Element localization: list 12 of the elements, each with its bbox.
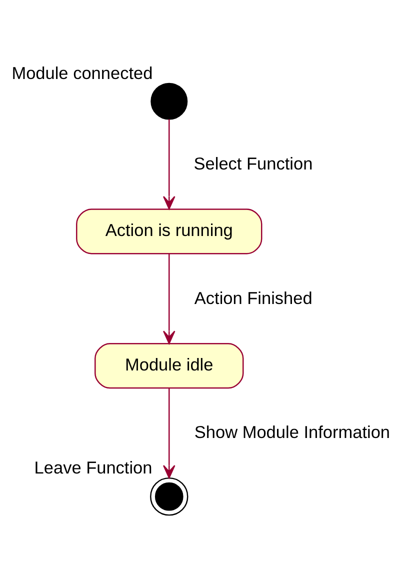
node-bullseye xyxy=(150,476,188,516)
edge-label: Select Function xyxy=(194,152,313,173)
node-label: Leave Function xyxy=(34,456,152,477)
arrow xyxy=(162,253,176,344)
edge-label: Action Finished xyxy=(194,287,312,308)
arrow xyxy=(162,388,176,478)
edge-label: Show Module Information xyxy=(194,422,390,442)
node-box: Module idle xyxy=(94,342,244,388)
node-label: Module connected xyxy=(12,62,153,82)
node-circle xyxy=(150,82,188,120)
arrow xyxy=(162,118,176,209)
node-box: Action is running xyxy=(76,208,262,254)
